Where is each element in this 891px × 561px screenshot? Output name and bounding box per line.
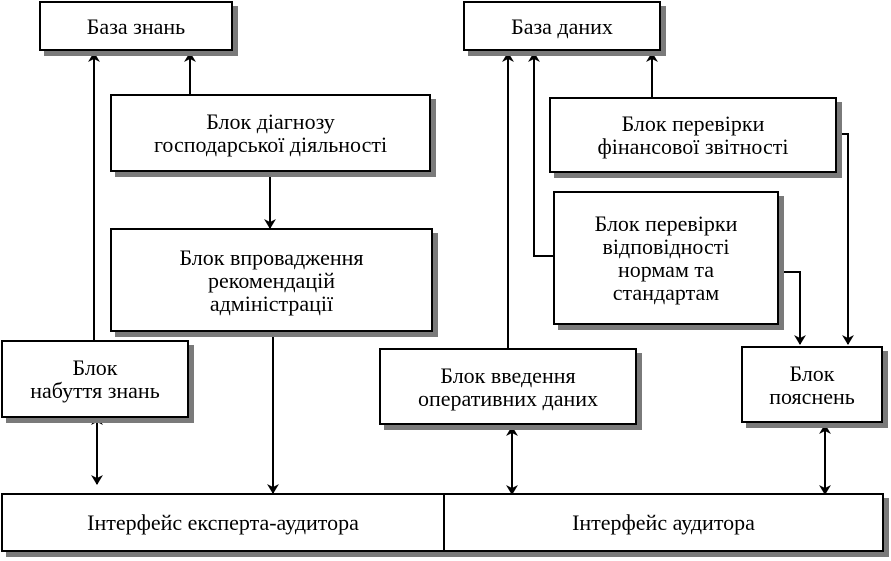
implementation-block-node: Блок впровадження рекомендацій адміністр… xyxy=(110,228,433,332)
arrow-financial-to-explanations xyxy=(837,133,854,345)
explanations-block-node: Блок пояснень xyxy=(741,346,883,423)
diagnosis-block-node: Блок діагнозу господарської діяльності xyxy=(110,94,431,172)
knowledge-base-label: База знань xyxy=(86,13,186,39)
data-entry-block-label: Блок введення оперативних даних xyxy=(417,362,599,411)
compliance-check-block-node: Блок перевірки відповідності нормам та с… xyxy=(553,191,779,325)
expert-auditor-interface: Інтерфейс експерта-аудитора xyxy=(3,495,443,550)
financial-check-block-node: Блок перевірки фінансової звітності xyxy=(549,97,837,173)
database-label: База даних xyxy=(511,13,613,39)
knowledge-base-node: База знань xyxy=(39,1,233,51)
implementation-block-label: Блок впровадження рекомендацій адміністр… xyxy=(179,244,364,316)
knowledge-acquisition-block-node: Блок набуття знань xyxy=(1,340,189,418)
data-entry-block-node: Блок введення оперативних даних xyxy=(379,348,637,425)
expert-auditor-interface-label: Інтерфейс експерта-аудитора xyxy=(87,509,359,535)
database-node: База даних xyxy=(463,1,661,51)
compliance-check-block-label: Блок перевірки відповідності нормам та с… xyxy=(594,211,738,305)
explanations-block-label: Блок пояснень xyxy=(769,360,855,409)
diagnosis-block-label: Блок діагнозу господарської діяльності xyxy=(153,109,388,157)
interface-bar: Інтерфейс експерта-аудитора Інтерфейс ау… xyxy=(1,493,884,552)
financial-check-block-label: Блок перевірки фінансової звітності xyxy=(597,111,789,159)
arrow-compliance-to-database xyxy=(528,52,553,257)
arrow-compliance-to-explanations xyxy=(779,271,806,345)
auditor-interface-label: Інтерфейс аудитора xyxy=(572,509,755,535)
auditor-interface: Інтерфейс аудитора xyxy=(443,495,882,550)
knowledge-acquisition-block-label: Блок набуття знань xyxy=(30,355,160,403)
